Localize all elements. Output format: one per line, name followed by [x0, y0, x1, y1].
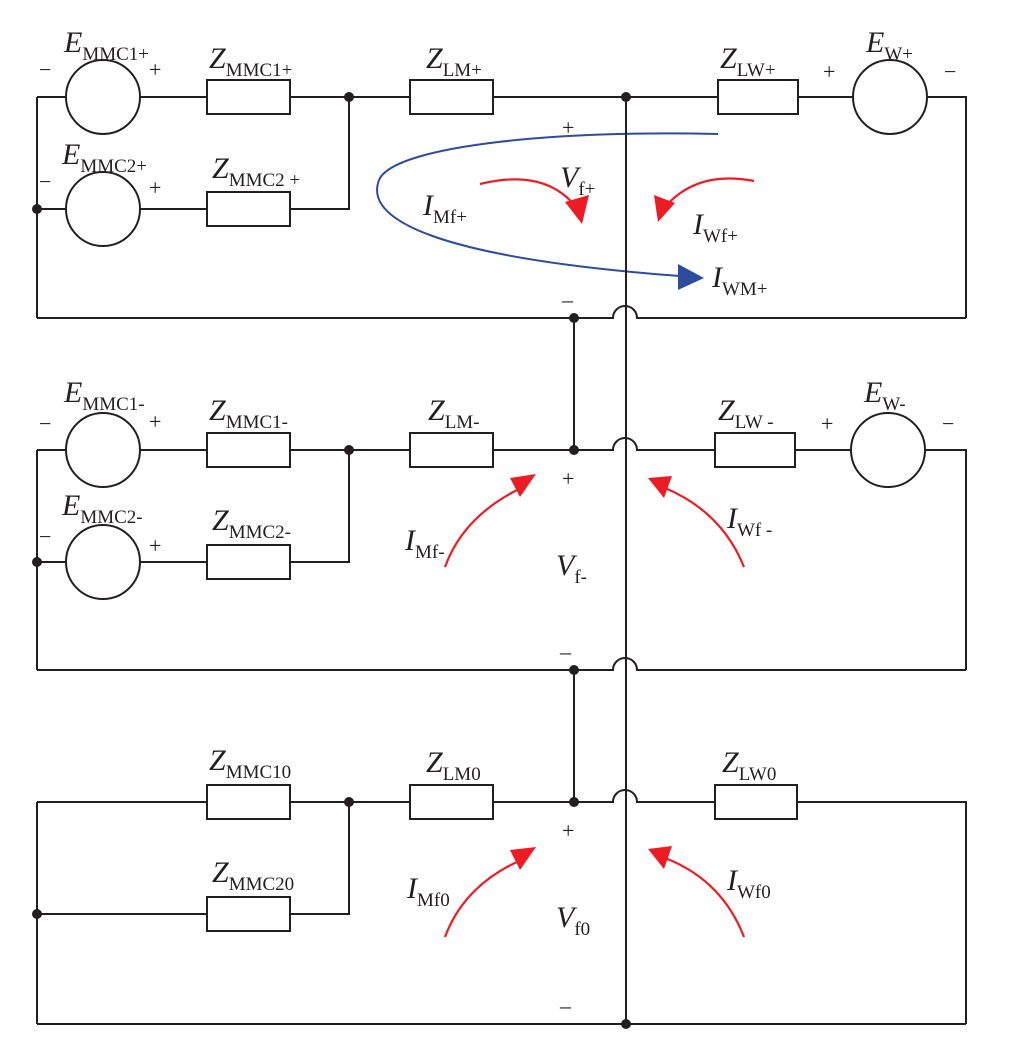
positive-sequence-network: EMMC1+ ZMMC1+ ZLM+ ZLW+ EW+ EMMC2+ ZMMC2…: [32, 26, 967, 323]
junction-dot: [569, 797, 579, 807]
current-arrow-iwf-zero: [664, 856, 746, 938]
sign-plus: +: [562, 818, 574, 843]
label-zlw-zero: ZLW0: [722, 746, 776, 785]
junction-dot: [32, 204, 42, 214]
zero-sequence-network: ZMMC10 ZLM0 ZLW0 ZMMC20 IMf0 Vf0 IWf0 + …: [32, 97, 967, 1029]
label-emmc1-negative: EMMC1-: [63, 376, 145, 415]
label-iwf-zero: IWf0: [726, 864, 771, 903]
label-emmc2-negative: EMMC2-: [61, 489, 143, 528]
label-ew-negative: EW-: [863, 376, 906, 415]
label-zlm-negative: ZLM-: [428, 394, 480, 433]
source-emmc2-positive: [65, 171, 141, 247]
junction-dot: [32, 557, 42, 567]
sign-plus: +: [149, 409, 161, 434]
sign-minus: –: [559, 639, 572, 664]
current-arrow-imf-zero: [443, 859, 520, 938]
impedance-zmmc2-zero: [206, 896, 291, 932]
source-ew-negative: [850, 412, 926, 488]
sign-minus: −: [39, 57, 51, 82]
label-vf-positive: Vf+: [560, 161, 595, 200]
sign-plus: +: [821, 411, 833, 436]
sign-plus: +: [149, 533, 161, 558]
negative-sequence-network: EMMC1- ZMMC1- ZLM- ZLW - EW- EMMC2- ZMMC…: [32, 318, 967, 675]
label-vf-negative: Vf-: [556, 549, 587, 588]
label-iwf-negative: IWf -: [726, 502, 772, 541]
label-vf-zero: Vf0: [556, 901, 590, 940]
label-zlm-zero: ZLM0: [426, 746, 481, 785]
label-iwf-positive: IWf+: [692, 208, 738, 247]
label-zlm-positive: ZLM+: [426, 42, 482, 81]
label-imf-positive: IMf+: [422, 189, 467, 228]
zero-branch2-wire: [37, 802, 350, 915]
impedance-zmmc1-negative: [206, 432, 291, 468]
zero-top-wire: [37, 789, 967, 1024]
junction-dot: [569, 445, 579, 455]
junction-dot: [621, 1019, 631, 1029]
current-arrow-iwf-positive: [664, 177, 755, 208]
positive-bottom-wire: [37, 305, 966, 319]
source-emmc2-negative: [65, 524, 141, 600]
impedance-zmmc2-negative: [206, 544, 291, 580]
impedance-zmmc2-positive: [206, 191, 291, 227]
impedance-zmmc1-positive: [206, 79, 291, 115]
source-emmc1-negative: [65, 412, 141, 488]
label-imf-zero: IMf0: [406, 872, 450, 911]
impedance-zmmc1-zero: [206, 784, 291, 820]
source-ew-positive: [852, 59, 928, 135]
current-arrow-iwm-positive: [376, 132, 719, 277]
arrowhead: [648, 846, 672, 869]
sign-minus: −: [39, 169, 51, 194]
label-zmmc2-positive: ZMMC2 +: [212, 152, 300, 191]
impedance-zlw-negative: [714, 432, 796, 468]
source-emmc1-positive: [65, 59, 141, 135]
sign-minus: −: [39, 411, 51, 436]
positive-top-wire: [37, 96, 967, 318]
negative-bottom-wire: [37, 657, 966, 671]
junction-dot: [344, 92, 354, 102]
sign-minus: −: [942, 411, 954, 436]
arrowhead: [510, 474, 536, 497]
label-zmmc1-zero: ZMMC10: [209, 744, 291, 783]
junction-dot: [344, 445, 354, 455]
arrowhead: [648, 476, 672, 498]
impedance-zlw-zero: [714, 784, 798, 820]
sign-plus: +: [149, 57, 161, 82]
arrowhead: [654, 195, 675, 222]
sign-minus: −: [944, 59, 956, 84]
label-imf-negative: IMf-: [404, 524, 445, 563]
label-emmc1-positive: EMMC1+: [63, 26, 149, 65]
impedance-zlw-positive: [717, 79, 799, 115]
sign-minus: –: [561, 287, 574, 312]
label-zmmc2-zero: ZMMC20: [212, 856, 294, 895]
impedance-zlm-negative: [409, 432, 494, 468]
negative-top-wire: [37, 437, 967, 670]
label-iwm-positive: IWM+: [711, 261, 768, 300]
sign-plus: +: [562, 115, 574, 140]
impedance-zlm-zero: [409, 784, 494, 820]
label-emmc2-positive: EMMC2+: [61, 138, 147, 177]
sign-plus: +: [823, 59, 835, 84]
current-arrow-iwf-negative: [664, 486, 746, 568]
label-zmmc1-positive: ZMMC1+: [209, 42, 292, 81]
label-zlw-positive: ZLW+: [720, 42, 776, 81]
current-arrow-imf-positive: [479, 178, 577, 208]
label-zmmc1-negative: ZMMC1-: [209, 394, 288, 433]
junction-dot: [32, 909, 42, 919]
arrowhead: [565, 195, 589, 224]
arrowhead: [678, 264, 704, 290]
arrowhead: [510, 847, 536, 870]
label-zmmc2-negative: ZMMC2-: [212, 504, 291, 543]
junction-dot: [344, 797, 354, 807]
label-zlw-negative: ZLW -: [718, 394, 774, 433]
sign-plus: +: [149, 175, 161, 200]
impedance-zlm-positive: [409, 79, 494, 115]
sign-minus: −: [39, 524, 51, 549]
label-ew-positive: EW+: [865, 26, 913, 65]
sign-minus: –: [559, 993, 572, 1018]
sign-plus: +: [562, 466, 574, 491]
current-arrow-imf-negative: [443, 488, 520, 568]
